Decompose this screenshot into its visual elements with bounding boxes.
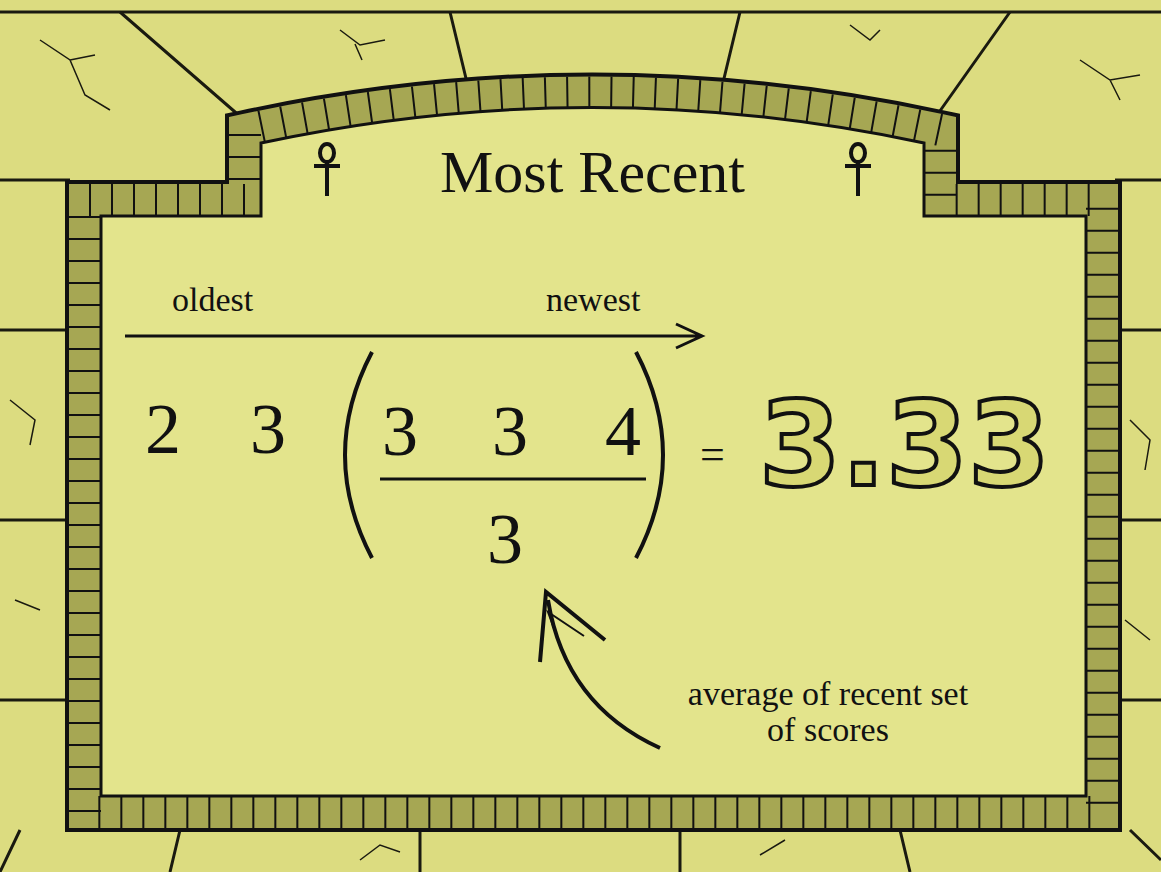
pointer-arrow xyxy=(548,600,660,748)
panel-inner xyxy=(101,108,1086,797)
panel xyxy=(85,93,1102,813)
score: 3 xyxy=(492,394,528,470)
wall-lines xyxy=(0,12,1161,872)
annotation: average of recent set of scores xyxy=(683,676,973,747)
left-parenthesis xyxy=(345,352,372,558)
average-result: 3.33 xyxy=(759,383,1050,507)
pointer-arrowhead xyxy=(540,592,605,662)
equals-sign: = xyxy=(700,432,725,478)
time-label: oldest xyxy=(172,282,253,318)
frame-outline xyxy=(85,93,1102,813)
pointer-arrowhead-inner xyxy=(548,612,584,645)
frame-bricks xyxy=(85,93,1102,813)
score: 3 xyxy=(382,394,418,470)
time-arrow xyxy=(125,324,702,348)
panel-title: Most Recent xyxy=(440,141,745,204)
time-label: newest xyxy=(546,282,640,318)
cracks xyxy=(10,25,1150,860)
score: 4 xyxy=(605,394,641,470)
fraction-bar xyxy=(380,478,646,481)
denominator: 3 xyxy=(487,502,523,578)
score: 3 xyxy=(250,392,286,468)
score: 2 xyxy=(145,392,181,468)
